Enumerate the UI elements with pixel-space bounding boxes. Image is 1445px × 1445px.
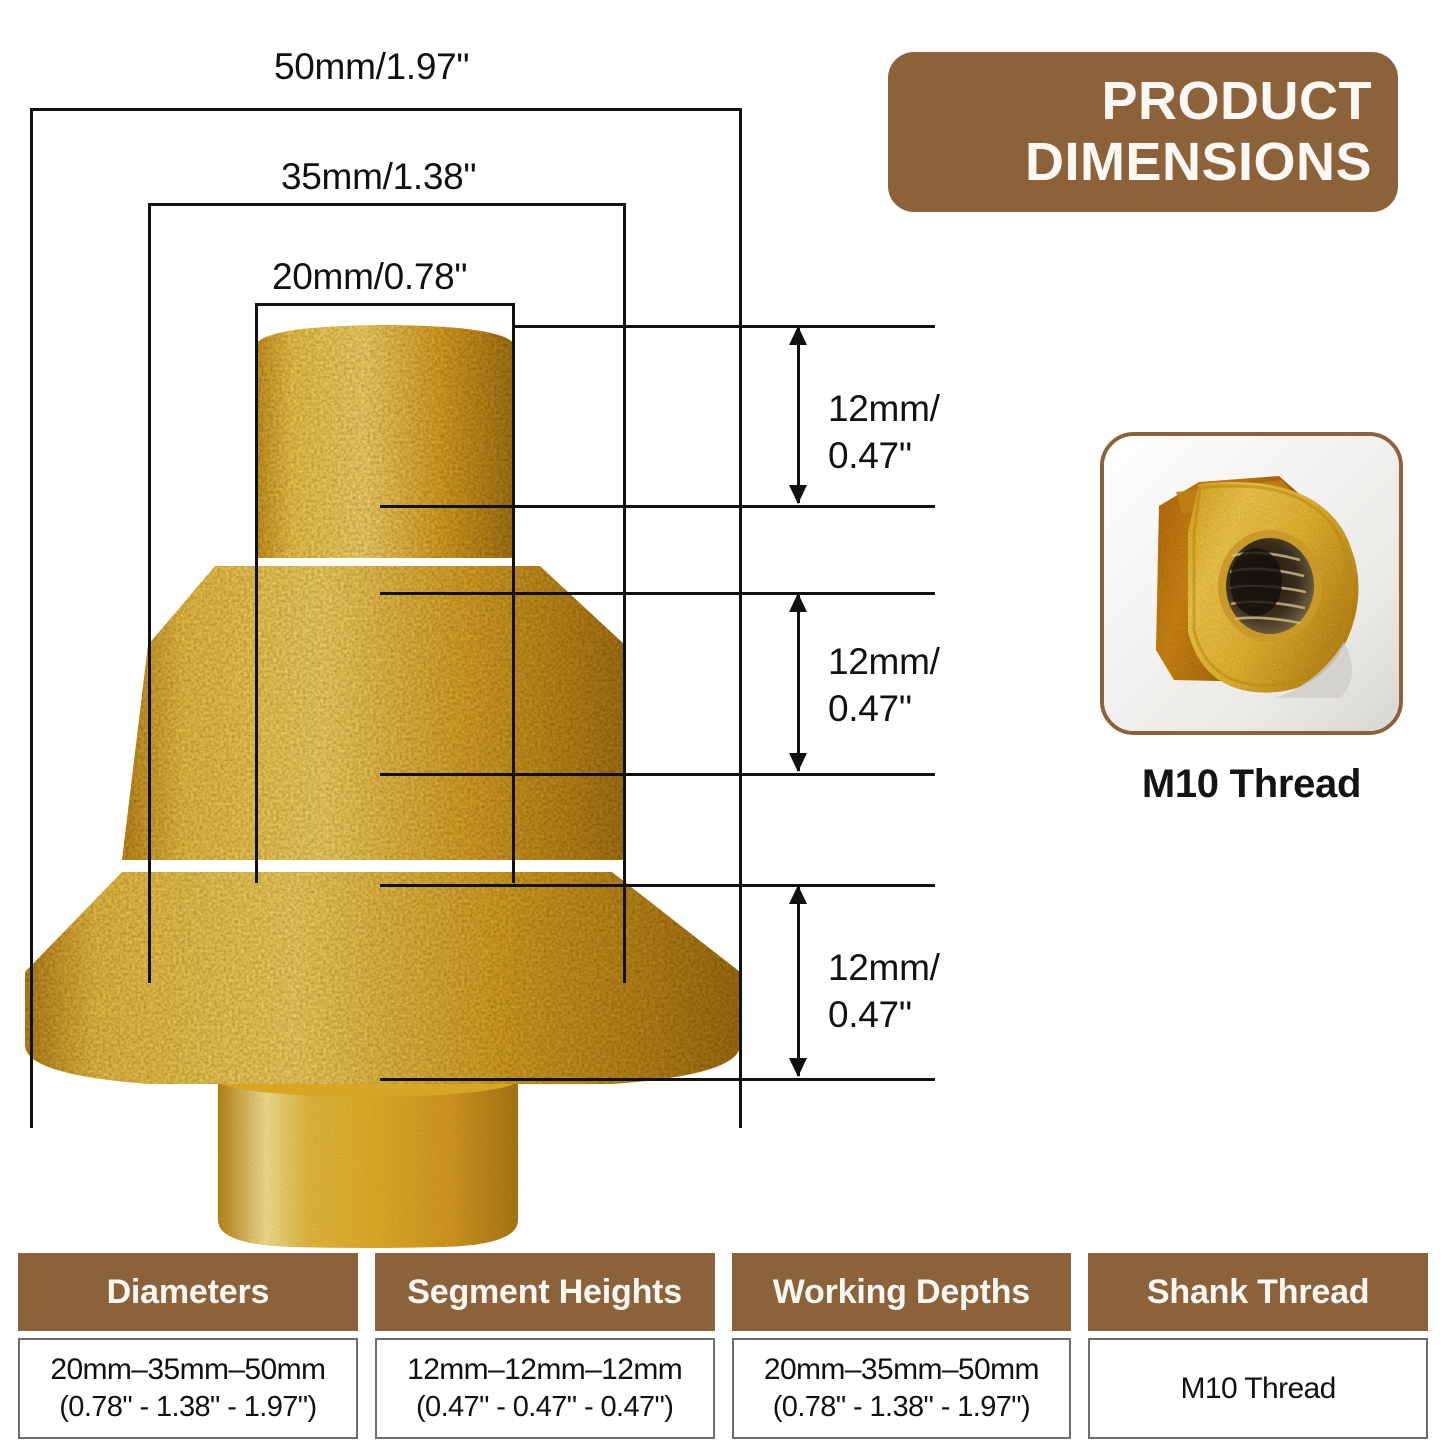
spec-value-line1: 20mm–35mm–50mm	[763, 1353, 1040, 1387]
thread-inset-caption: M10 Thread	[1141, 762, 1362, 806]
leader-line-mid-end	[380, 773, 935, 776]
spec-header-shank-thread: Shank Thread	[1088, 1253, 1428, 1331]
height-label-bottom: 12mm/ 0.47"	[828, 944, 940, 1039]
height-label-top: 12mm/ 0.47"	[828, 385, 940, 480]
spec-column-working-depths: Working Depths 20mm–35mm–50mm (0.78" - 1…	[731, 1253, 1072, 1439]
spec-table: Diameters 20mm–35mm–50mm (0.78" - 1.38" …	[18, 1253, 1428, 1439]
leader-line-top-end	[380, 505, 935, 508]
leader-line-top-start	[515, 325, 935, 328]
spec-value-diameters: 20mm–35mm–50mm (0.78" - 1.38" - 1.97")	[18, 1338, 358, 1439]
thread-inset-photo	[1100, 432, 1403, 735]
height-arrow-bottom	[788, 885, 808, 1077]
leader-line-bot-end	[380, 1078, 935, 1081]
badge-title-line1: PRODUCT	[1101, 70, 1372, 131]
spec-header-working-depths: Working Depths	[731, 1253, 1072, 1331]
arrow-head-down-icon	[789, 753, 807, 772]
arrow-head-up-icon	[789, 326, 807, 345]
height-label-middle-line1: 12mm/	[828, 641, 940, 682]
product-dimensions-badge: PRODUCT DIMENSIONS	[888, 52, 1398, 212]
height-arrow-middle	[788, 593, 808, 772]
arrow-head-down-icon	[789, 1058, 807, 1077]
height-label-bottom-line1: 12mm/	[828, 947, 940, 988]
spec-header-diameters: Diameters	[18, 1253, 358, 1331]
product-segment-20mm	[255, 325, 515, 558]
spec-value-line1: M10 Thread	[1180, 1372, 1337, 1405]
height-label-top-line1: 12mm/	[828, 388, 940, 429]
product-illustration	[25, 325, 740, 1248]
leader-line-bot-start	[380, 884, 935, 887]
spec-value-line2: (0.78" - 1.38" - 1.97")	[772, 1391, 1031, 1424]
spec-header-segment-heights: Segment Heights	[374, 1253, 715, 1331]
leader-line-mid-start	[380, 592, 935, 595]
spec-value-working-depths: 20mm–35mm–50mm (0.78" - 1.38" - 1.97")	[731, 1338, 1072, 1439]
height-label-middle: 12mm/ 0.47"	[828, 638, 940, 733]
arrow-head-down-icon	[789, 485, 807, 504]
spec-column-diameters: Diameters 20mm–35mm–50mm (0.78" - 1.38" …	[18, 1253, 358, 1439]
badge-title-line2: DIMENSIONS	[1024, 132, 1372, 192]
diameter-label-50mm: 50mm/1.97"	[274, 46, 470, 87]
product-segment-35mm	[122, 566, 625, 860]
arrow-shaft	[796, 327, 800, 503]
height-label-bottom-line2: 0.47"	[828, 994, 912, 1036]
diameter-label-35mm: 35mm/1.38"	[281, 156, 477, 197]
arrow-head-up-icon	[789, 885, 807, 904]
arrow-shaft	[796, 886, 800, 1076]
diameter-bracket-50mm	[30, 108, 742, 1128]
height-label-middle-line2: 0.47"	[828, 688, 912, 730]
height-arrow-top	[788, 326, 808, 504]
product-segment-50mm	[25, 872, 740, 1084]
arrow-shaft	[796, 594, 800, 771]
arrow-head-up-icon	[789, 593, 807, 612]
spec-value-line1: 12mm–12mm–12mm	[407, 1353, 683, 1387]
spec-value-line1: 20mm–35mm–50mm	[50, 1353, 326, 1387]
diameter-label-20mm: 20mm/0.78"	[272, 256, 468, 297]
spec-value-segment-heights: 12mm–12mm–12mm (0.47" - 0.47" - 0.47")	[374, 1338, 715, 1439]
spec-column-segment-heights: Segment Heights 12mm–12mm–12mm (0.47" - …	[374, 1253, 715, 1439]
thread-nut-image	[1104, 436, 1399, 731]
spec-value-line2: (0.47" - 0.47" - 0.47")	[415, 1391, 674, 1424]
height-label-top-line2: 0.47"	[828, 435, 912, 477]
spec-value-shank-thread: M10 Thread	[1088, 1338, 1428, 1439]
spec-value-line2: (0.78" - 1.38" - 1.97")	[59, 1391, 317, 1424]
spec-column-shank-thread: Shank Thread M10 Thread	[1088, 1253, 1428, 1439]
